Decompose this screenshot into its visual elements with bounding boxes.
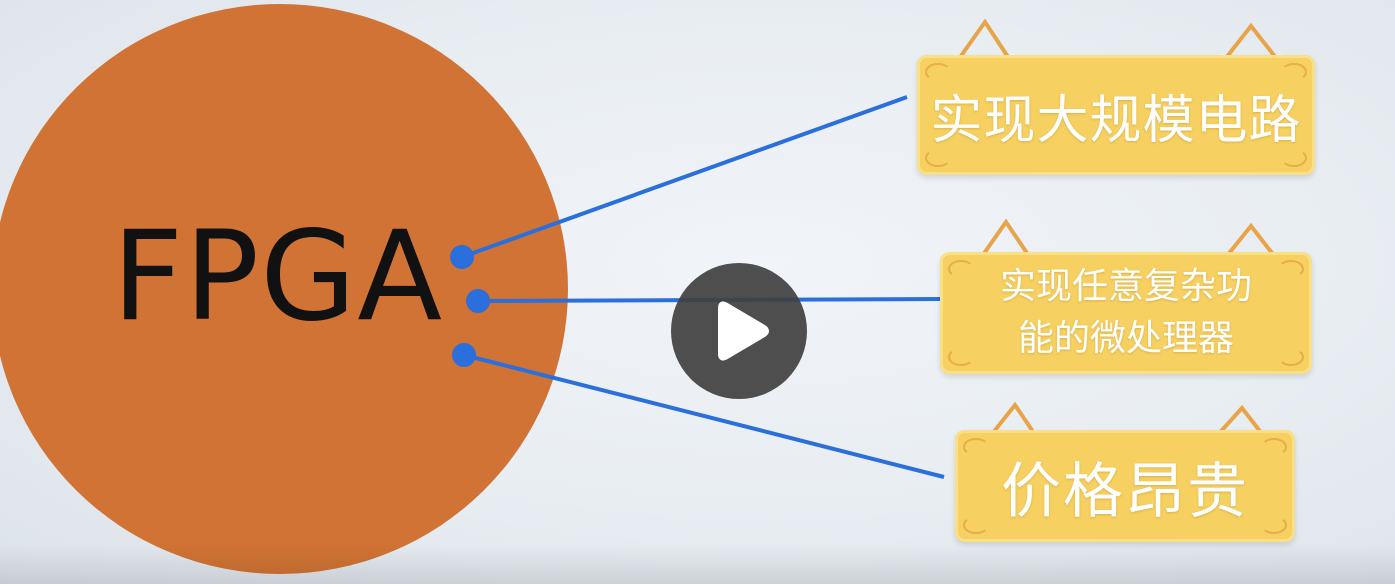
ornament-icon (948, 260, 974, 278)
fpga-label: FPGA (112, 205, 444, 349)
fpga-circle (0, 4, 568, 574)
ornament-icon (1281, 63, 1307, 81)
sign-large-scale-circuits: 实现大规模电路 (917, 55, 1315, 175)
ornament-icon (925, 149, 951, 167)
sign-2-text: 实现任意复杂功 能的微处理器 (1000, 261, 1252, 365)
sign-expensive: 价格昂贵 (955, 430, 1295, 542)
ornament-icon (1278, 260, 1304, 278)
ornament-icon (1261, 438, 1287, 456)
connector-dot-3 (452, 343, 476, 367)
ornament-icon (963, 438, 989, 456)
connector-dot-2 (466, 289, 490, 313)
ornament-icon (963, 516, 989, 534)
connector-line-3 (463, 353, 945, 479)
sign-2-line-2: 能的微处理器 (1017, 318, 1234, 359)
ornament-icon (948, 348, 974, 366)
connector-line-1 (461, 95, 908, 259)
sign-3-text: 价格昂贵 (1001, 456, 1249, 527)
bottom-shade (0, 544, 1395, 584)
sign-hanger-3 (986, 401, 1268, 441)
sign-complex-microprocessor: 实现任意复杂功 能的微处理器 (940, 252, 1312, 374)
sign-1-text: 实现大规模电路 (930, 90, 1302, 151)
play-button[interactable] (671, 263, 807, 399)
play-icon (718, 301, 769, 361)
ornament-icon (1261, 516, 1287, 534)
sign-hanger-2 (976, 218, 1281, 264)
connector-dot-1 (450, 245, 474, 269)
ornament-icon (1281, 149, 1307, 167)
sign-2-line-1: 实现任意复杂功 (999, 265, 1252, 307)
ornament-icon (925, 63, 951, 81)
sign-hanger-1 (954, 18, 1282, 65)
ornament-icon (1278, 348, 1304, 366)
